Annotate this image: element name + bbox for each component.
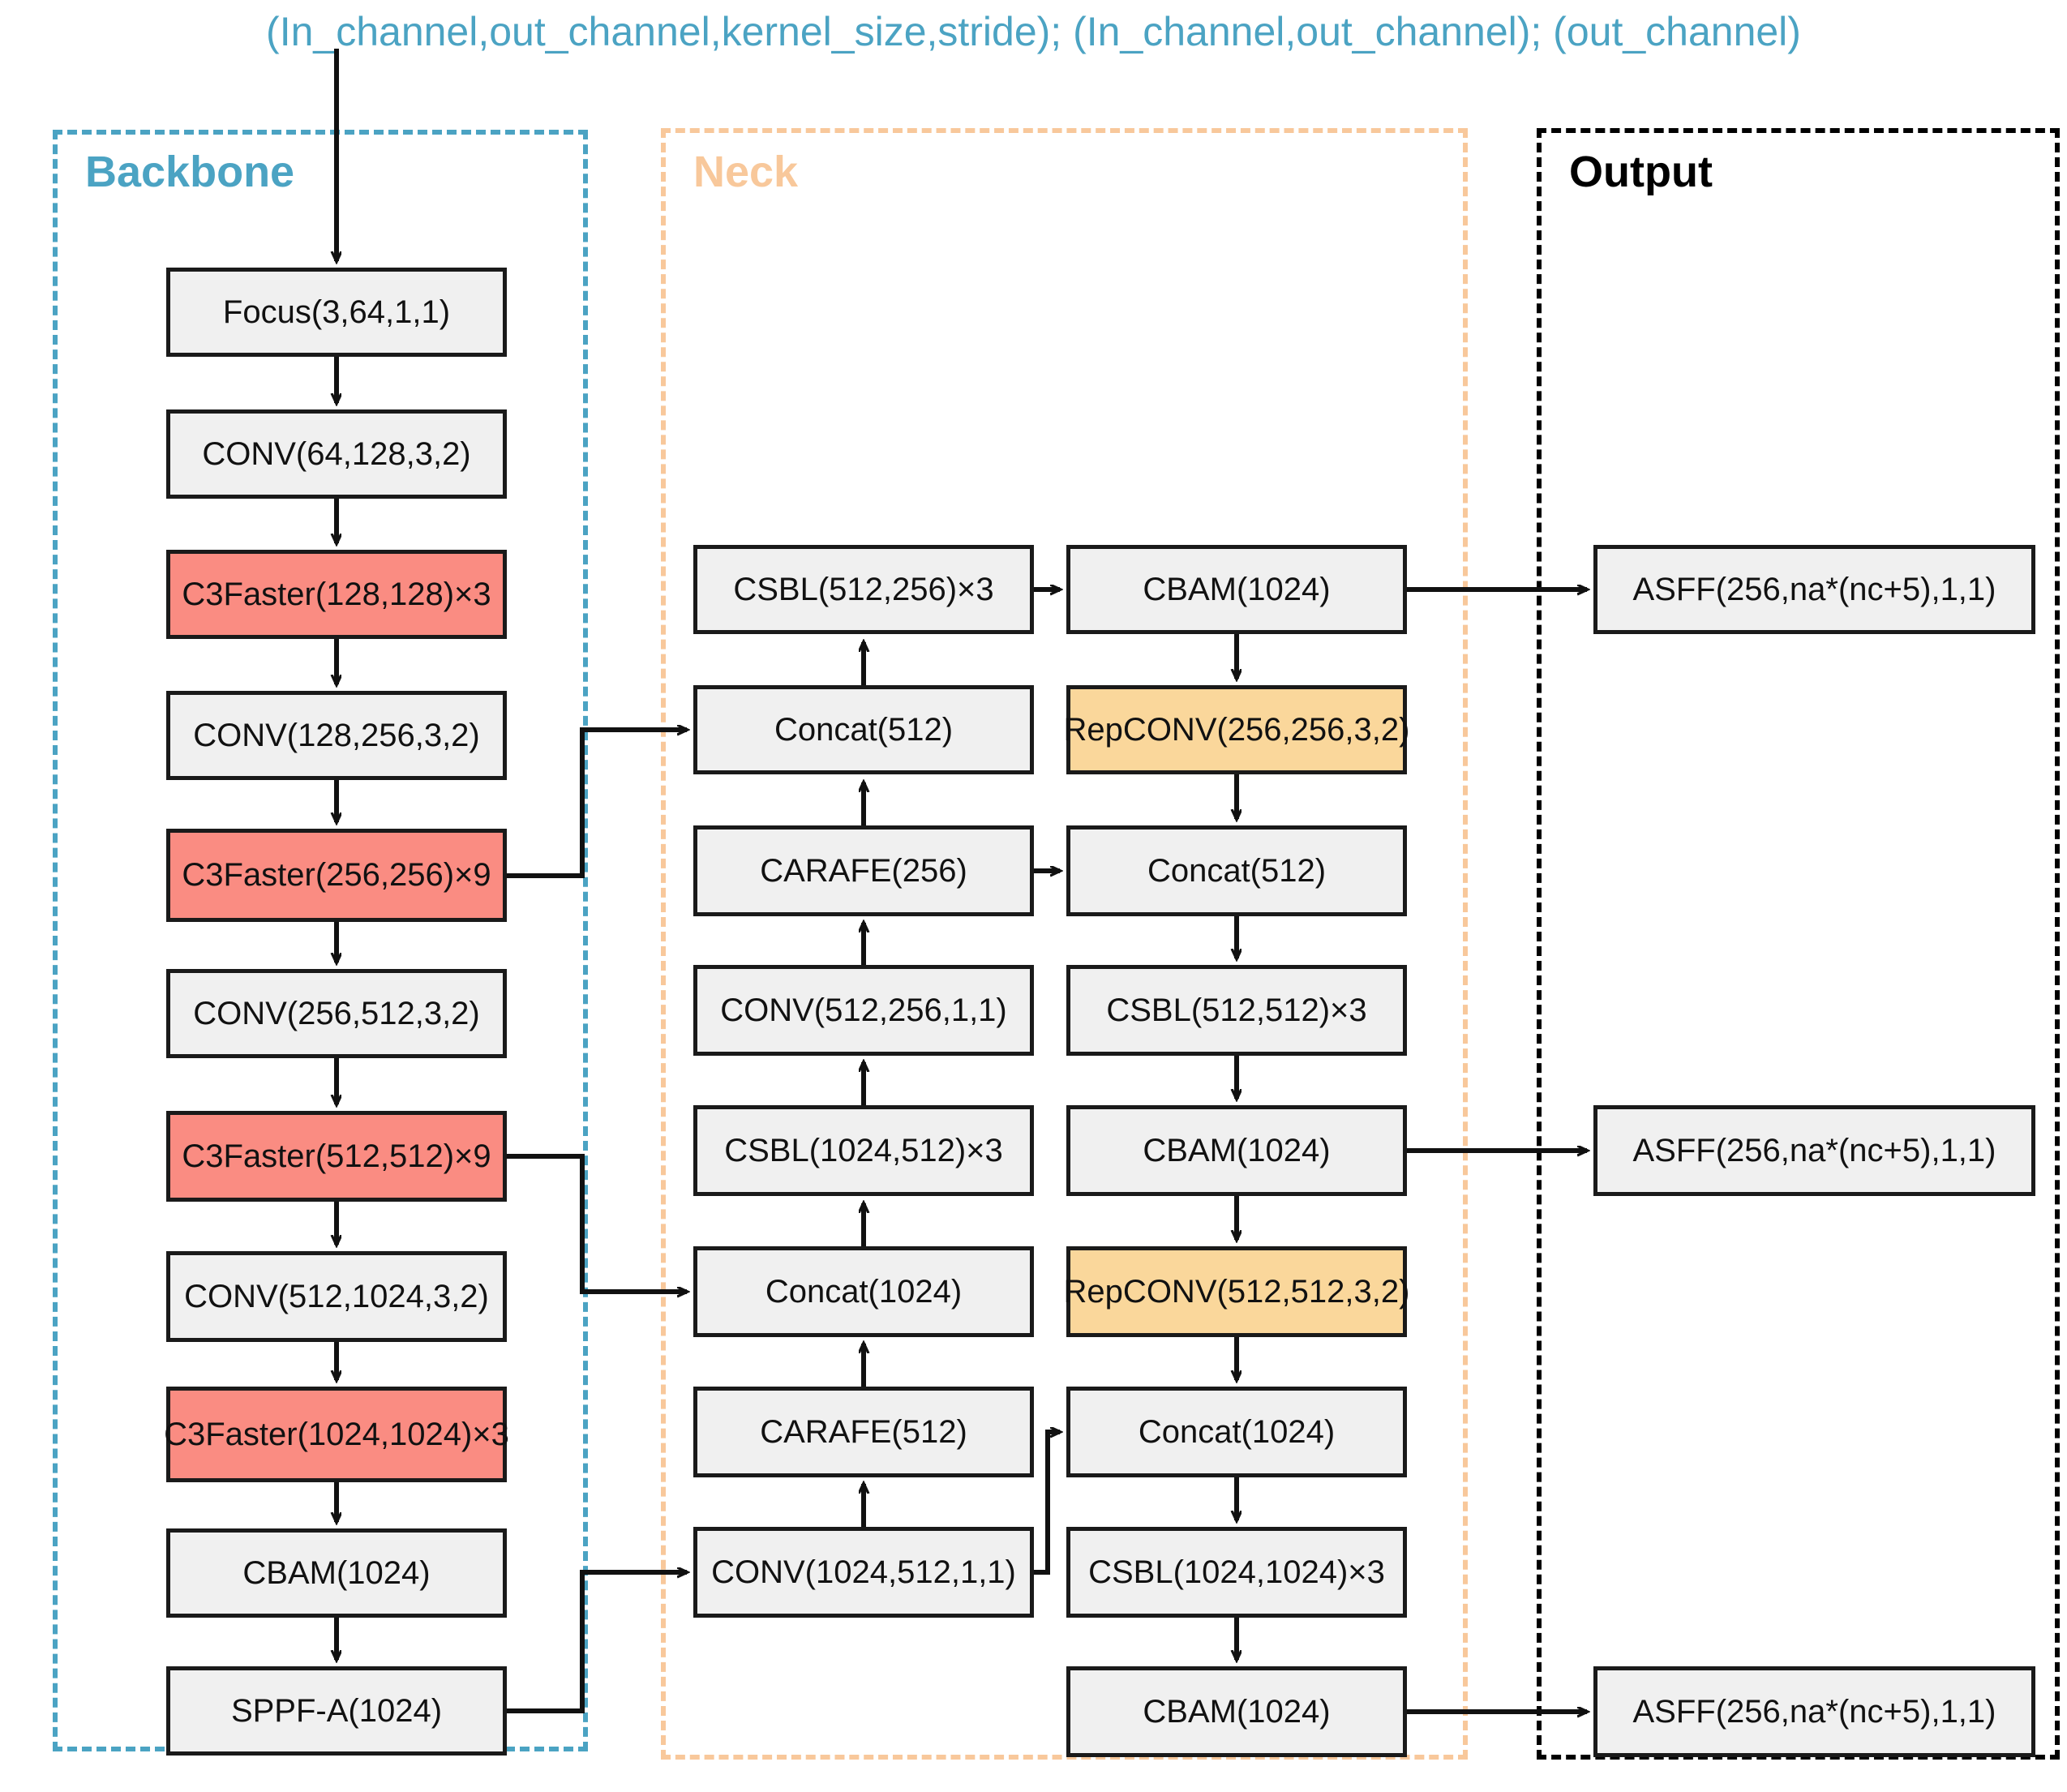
node-c3faster-1024[interactable]: C3Faster(1024,1024)×3	[164, 1387, 509, 1482]
node-asff-mid[interactable]: ASFF(256,na*(nc+5),1,1)	[1593, 1105, 2035, 1196]
node-sppf-a[interactable]: SPPF-A(1024)	[166, 1666, 507, 1756]
node-concat-512-right[interactable]: Concat(512)	[1066, 825, 1407, 916]
node-conv-128-256[interactable]: CONV(128,256,3,2)	[166, 691, 507, 780]
zone-neck-title: Neck	[693, 148, 799, 196]
node-asff-top[interactable]: ASFF(256,na*(nc+5),1,1)	[1593, 545, 2035, 634]
node-c3faster-128[interactable]: C3Faster(128,128)×3	[166, 550, 507, 639]
node-concat-1024-left[interactable]: Concat(1024)	[693, 1246, 1034, 1337]
node-backbone-cbam[interactable]: CBAM(1024)	[166, 1528, 507, 1618]
zone-output	[1537, 128, 2060, 1760]
legend-caption: (In_channel,out_channel,kernel_size,stri…	[266, 9, 1801, 54]
zone-output-title: Output	[1569, 148, 1713, 196]
node-concat-1024-right[interactable]: Concat(1024)	[1066, 1387, 1407, 1477]
node-conv-256-512[interactable]: CONV(256,512,3,2)	[166, 969, 507, 1058]
zone-backbone-title: Backbone	[85, 148, 295, 196]
node-conv-64-128[interactable]: CONV(64,128,3,2)	[166, 409, 507, 499]
node-csbl-1024-1024[interactable]: CSBL(1024,1024)×3	[1066, 1527, 1407, 1618]
node-csbl-512-256[interactable]: CSBL(512,256)×3	[693, 545, 1034, 634]
node-carafe-512[interactable]: CARAFE(512)	[693, 1387, 1034, 1477]
node-c3faster-512[interactable]: C3Faster(512,512)×9	[166, 1111, 507, 1202]
zone-neck	[661, 128, 1468, 1760]
node-repconv-512[interactable]: RepCONV(512,512,3,2)	[1064, 1246, 1409, 1337]
node-csbl-1024-512[interactable]: CSBL(1024,512)×3	[693, 1105, 1034, 1196]
node-conv-512-256[interactable]: CONV(512,256,1,1)	[693, 965, 1034, 1056]
node-c3faster-256[interactable]: C3Faster(256,256)×9	[166, 829, 507, 922]
node-csbl-512-512[interactable]: CSBL(512,512)×3	[1066, 965, 1407, 1056]
node-conv-1024-512[interactable]: CONV(1024,512,1,1)	[693, 1527, 1034, 1618]
zone-backbone	[53, 130, 588, 1751]
node-neck-cbam-bottom[interactable]: CBAM(1024)	[1066, 1666, 1407, 1757]
node-focus[interactable]: Focus(3,64,1,1)	[166, 268, 507, 357]
node-neck-cbam-mid[interactable]: CBAM(1024)	[1066, 1105, 1407, 1196]
node-asff-bottom[interactable]: ASFF(256,na*(nc+5),1,1)	[1593, 1666, 2035, 1757]
node-repconv-256[interactable]: RepCONV(256,256,3,2)	[1064, 685, 1409, 774]
node-concat-512-left[interactable]: Concat(512)	[693, 685, 1034, 774]
node-conv-512-1024[interactable]: CONV(512,1024,3,2)	[166, 1251, 507, 1342]
node-neck-cbam-top[interactable]: CBAM(1024)	[1066, 545, 1407, 634]
node-carafe-256[interactable]: CARAFE(256)	[693, 825, 1034, 916]
